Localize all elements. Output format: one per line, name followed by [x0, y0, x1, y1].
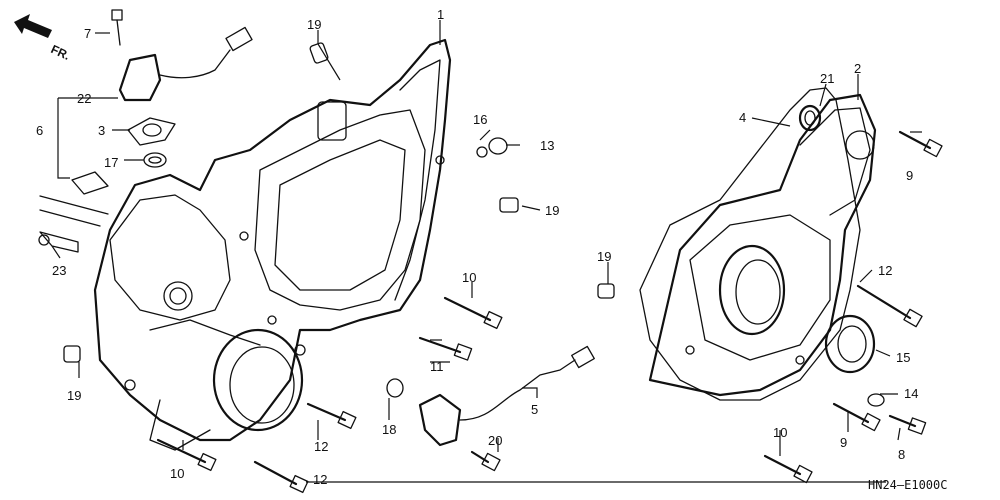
callout-21: 21	[820, 71, 834, 86]
callout-19d: 19	[67, 388, 81, 403]
callout-19b: 19	[545, 203, 559, 218]
oil-sensor-assembly	[71, 9, 253, 195]
callout-1: 1	[437, 7, 444, 22]
callout-10a: 10	[462, 270, 476, 285]
front-direction-label: FR.	[49, 42, 72, 63]
callout-16: 16	[473, 112, 487, 127]
callout-5: 5	[531, 402, 538, 417]
callout-8: 8	[898, 447, 905, 462]
callout-2: 2	[854, 61, 861, 76]
callout-12a: 12	[878, 263, 892, 278]
callout-12c: 12	[313, 472, 327, 487]
callout-11: 11	[430, 359, 444, 374]
callout-23: 23	[52, 263, 66, 278]
callout-4: 4	[739, 110, 746, 125]
callout-9b: 9	[840, 435, 847, 450]
callout-13: 13	[540, 138, 554, 153]
callout-15: 15	[896, 350, 910, 365]
drawing-code: HN24—E1000C	[868, 478, 947, 492]
leader-lines	[51, 20, 922, 483]
bracket-plate-23	[38, 195, 109, 253]
callout-22: 22	[77, 91, 91, 106]
left-crankcase-cover	[93, 38, 452, 451]
callout-19c: 19	[597, 249, 611, 264]
bolts	[156, 130, 943, 494]
callout-12b: 12	[314, 439, 328, 454]
callout-3: 3	[98, 123, 105, 138]
front-direction-arrow-icon: FR.	[14, 14, 72, 63]
callout-17: 17	[104, 155, 118, 170]
callout-10b: 10	[170, 466, 184, 481]
seal-21	[798, 104, 822, 132]
callout-7: 7	[84, 26, 91, 41]
callout-18: 18	[382, 422, 396, 437]
sensor-5	[418, 345, 595, 447]
cover-gasket	[639, 87, 861, 401]
dowel-pins	[63, 42, 615, 363]
right-crankcase-cover	[648, 93, 877, 397]
callout-14: 14	[904, 386, 918, 401]
callout-9a: 9	[906, 168, 913, 183]
callout-labels: 1 2 3 4 5 6 7 8 9 9 10 10 10 11 12 12 12…	[36, 7, 918, 487]
callout-20: 20	[488, 433, 502, 448]
callout-10c: 10	[773, 425, 787, 440]
callout-6: 6	[36, 123, 43, 138]
callout-19a: 19	[307, 17, 321, 32]
oil-seal-15	[824, 314, 876, 374]
